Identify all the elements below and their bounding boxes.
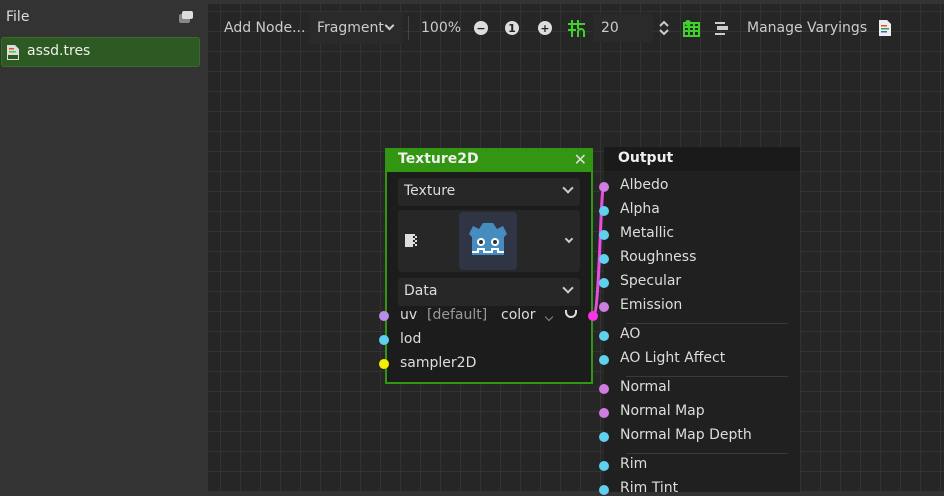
output-port-ao-light-affect[interactable]: [599, 355, 609, 365]
texture-picker[interactable]: [398, 210, 580, 272]
output-port-label: Metallic: [620, 225, 675, 241]
output-port-albedo[interactable]: [599, 182, 609, 192]
snap-grid-icon[interactable]: [568, 20, 585, 37]
graph-toolbar: Add Node... Fragment 100% − 1 + 20 Manag…: [208, 12, 944, 44]
node-title: Texture2D: [398, 151, 479, 167]
minimap-icon[interactable]: [683, 20, 700, 37]
output-color-label: color: [501, 307, 536, 323]
file-name: assd.tres: [27, 43, 91, 59]
input-uv-label: uv: [400, 307, 418, 323]
node-title: Output: [604, 147, 800, 171]
output-port-rim[interactable]: [599, 461, 609, 471]
output-port-label: Albedo: [620, 177, 669, 193]
input-sampler-label: sampler2D: [400, 355, 477, 371]
output-port-metallic[interactable]: [599, 230, 609, 240]
shader-code-icon[interactable]: [878, 20, 892, 36]
file-menu[interactable]: File: [6, 9, 30, 25]
file-list-item[interactable]: assd.tres: [1, 37, 200, 67]
spinner-arrows-icon[interactable]: [658, 20, 670, 36]
chevron-down-icon[interactable]: [544, 312, 554, 322]
sampler-input-port[interactable]: [379, 359, 389, 369]
chevron-down-icon: [564, 234, 574, 244]
output-port-label: Emission: [620, 297, 683, 313]
output-port-specular[interactable]: [599, 278, 609, 288]
add-node-button[interactable]: Add Node...: [224, 20, 306, 36]
snap-distance-input[interactable]: 20: [593, 14, 653, 42]
uv-input-port[interactable]: [379, 311, 389, 321]
source-value: Texture: [404, 183, 456, 199]
texture-type-select[interactable]: Data: [398, 278, 580, 306]
texture2d-node[interactable]: Texture2D ✕ Texture Data uv [default] col…: [385, 148, 593, 384]
output-port-label: Rim Tint: [620, 480, 679, 496]
input-uv-default[interactable]: [default]: [427, 307, 488, 323]
output-port-ao[interactable]: [599, 331, 609, 341]
divider: [408, 16, 409, 40]
checker-texture-icon: [405, 234, 417, 247]
source-select[interactable]: Texture: [398, 178, 580, 206]
chevron-down-icon: [562, 282, 574, 294]
output-port-label: Normal: [620, 379, 671, 395]
divider: [626, 453, 788, 454]
shader-mode-value: Fragment: [317, 20, 384, 36]
expand-output-icon[interactable]: [565, 310, 577, 318]
output-port-normal-map-depth[interactable]: [599, 432, 609, 442]
shader-mode-select[interactable]: Fragment: [309, 12, 403, 44]
output-port-label: Specular: [620, 273, 682, 289]
chevron-down-icon: [562, 182, 574, 194]
toggle-panel-icon[interactable]: [179, 11, 193, 23]
texture-type-value: Data: [404, 283, 438, 299]
output-port-rim-tint[interactable]: [599, 485, 609, 495]
output-port-label: Normal Map: [620, 403, 705, 419]
output-port-label: Normal Map Depth: [620, 427, 752, 443]
output-port-label: Alpha: [620, 201, 660, 217]
snap-distance-value: 20: [601, 20, 619, 36]
zoom-in-icon[interactable]: +: [538, 21, 552, 35]
file-panel: File assd.tres: [0, 0, 202, 492]
manage-varyings-button[interactable]: Manage Varyings: [747, 20, 868, 36]
zoom-level: 100%: [421, 20, 462, 36]
output-port-label: Roughness: [620, 249, 697, 265]
output-port-alpha[interactable]: [599, 206, 609, 216]
divider: [626, 376, 788, 377]
output-port-emission[interactable]: [599, 302, 609, 312]
arrange-nodes-icon[interactable]: [715, 21, 730, 36]
input-lod-label: lod: [400, 331, 422, 347]
shader-file-icon: [7, 45, 19, 60]
color-output-port[interactable]: [588, 311, 598, 321]
output-port-normal-map[interactable]: [599, 408, 609, 418]
divider: [626, 323, 788, 324]
output-port-label: AO: [620, 326, 641, 342]
zoom-reset-icon[interactable]: 1: [505, 21, 519, 35]
lod-input-port[interactable]: [379, 335, 389, 345]
output-port-roughness[interactable]: [599, 254, 609, 264]
output-port-normal[interactable]: [599, 384, 609, 394]
output-port-label: AO Light Affect: [620, 350, 726, 366]
output-port-label: Rim: [620, 456, 648, 472]
godot-logo-preview: [459, 212, 517, 270]
zoom-out-icon[interactable]: −: [474, 21, 488, 35]
close-icon[interactable]: ✕: [573, 150, 587, 169]
